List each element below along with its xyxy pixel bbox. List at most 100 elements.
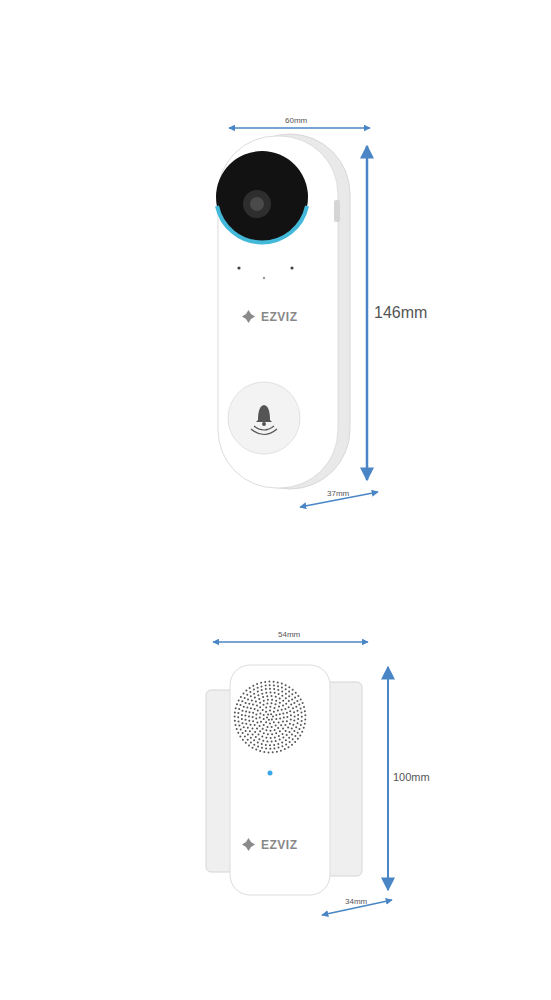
grille-hole	[292, 724, 294, 726]
grille-hole	[243, 693, 245, 695]
grille-hole	[234, 720, 236, 722]
grille-hole	[285, 684, 287, 686]
grille-hole	[234, 716, 236, 718]
grille-hole	[255, 749, 257, 751]
grille-hole	[254, 724, 256, 726]
grille-hole	[265, 688, 267, 690]
grille-hole	[294, 696, 296, 698]
grille-hole	[237, 716, 239, 718]
grille-hole	[297, 718, 299, 720]
grille-hole	[255, 736, 257, 738]
grille-hole	[245, 719, 247, 721]
grille-hole	[275, 696, 277, 698]
grille-hole	[301, 731, 303, 733]
grille-hole	[271, 726, 273, 728]
grille-hole	[253, 693, 255, 695]
grille-hole	[262, 696, 264, 698]
grille-hole	[273, 711, 275, 713]
grille-hole	[267, 714, 269, 716]
grille-hole	[257, 694, 259, 696]
grille-hole	[259, 706, 261, 708]
grille-hole	[237, 732, 239, 734]
grille-hole	[261, 736, 263, 738]
grille-hole	[250, 741, 252, 743]
grille-hole	[265, 744, 267, 746]
grille-hole	[271, 699, 273, 701]
grille-hole	[241, 718, 243, 720]
grille-hole	[275, 725, 277, 727]
grille-hole	[304, 723, 306, 725]
grille-hole	[245, 690, 247, 692]
grille-hole	[242, 710, 244, 712]
grille-hole	[294, 715, 296, 717]
grille-hole	[266, 741, 268, 743]
grille-hole	[260, 721, 262, 723]
grille-hole	[297, 738, 299, 740]
grille-hole	[253, 739, 255, 741]
grille-hole	[273, 744, 275, 746]
grille-hole	[284, 708, 286, 710]
grille-hole	[252, 716, 254, 718]
grille-hole	[273, 681, 275, 683]
grille-hole	[273, 688, 275, 690]
brand-logo: EZVIZ	[261, 311, 298, 323]
grille-hole	[288, 695, 290, 697]
grille-hole	[301, 720, 303, 722]
grille-hole	[282, 705, 284, 707]
grille-hole	[239, 735, 241, 737]
grille-hole	[244, 697, 246, 699]
grille-hole	[285, 697, 287, 699]
grille-hole	[281, 745, 283, 747]
grille-hole	[286, 712, 288, 714]
grille-hole	[299, 734, 301, 736]
grille-hole	[264, 681, 266, 683]
grille-hole	[272, 751, 274, 753]
grille-hole	[278, 747, 280, 749]
grille-hole	[281, 741, 283, 743]
grille-hole	[303, 727, 305, 729]
brand-logo: EZVIZ	[261, 839, 298, 851]
grille-hole	[283, 717, 285, 719]
grille-hole	[271, 733, 273, 735]
grille-hole	[271, 741, 273, 743]
grille-hole	[297, 695, 299, 697]
grille-hole	[277, 682, 279, 684]
grille-hole	[263, 704, 265, 706]
grille-hole	[257, 741, 259, 743]
grille-hole	[279, 718, 281, 720]
grille-hole	[288, 706, 290, 708]
grille-hole	[261, 743, 263, 745]
grille-hole	[301, 712, 303, 714]
grille-hole	[249, 711, 251, 713]
grille-hole	[247, 727, 249, 729]
grille-hole	[259, 730, 261, 732]
grille-hole	[262, 740, 264, 742]
grille-hole	[274, 729, 276, 731]
grille-hole	[269, 684, 271, 686]
grille-hole	[300, 698, 302, 700]
grille-hole	[291, 698, 293, 700]
grille-hole	[247, 739, 249, 741]
grille-hole	[277, 727, 279, 729]
grille-hole	[291, 744, 293, 746]
grille-hole	[276, 751, 278, 753]
grille-hole	[285, 743, 287, 745]
grille-hole	[273, 748, 275, 750]
grille-hole	[295, 706, 297, 708]
grille-hole	[282, 700, 284, 702]
grille-hole	[270, 737, 272, 739]
grille-hole	[275, 732, 277, 734]
grille-hole	[249, 687, 251, 689]
grille-hole	[265, 692, 267, 694]
grille-hole	[286, 720, 288, 722]
grille-hole	[258, 698, 260, 700]
grille-hole	[281, 691, 283, 693]
grille-hole	[266, 716, 268, 718]
grille-hole	[267, 699, 269, 701]
grille-hole	[298, 704, 300, 706]
grille-hole	[278, 706, 280, 708]
grille-hole	[267, 726, 269, 728]
grille-hole	[238, 699, 240, 701]
grille-hole	[269, 706, 271, 708]
grille-hole	[285, 703, 287, 705]
